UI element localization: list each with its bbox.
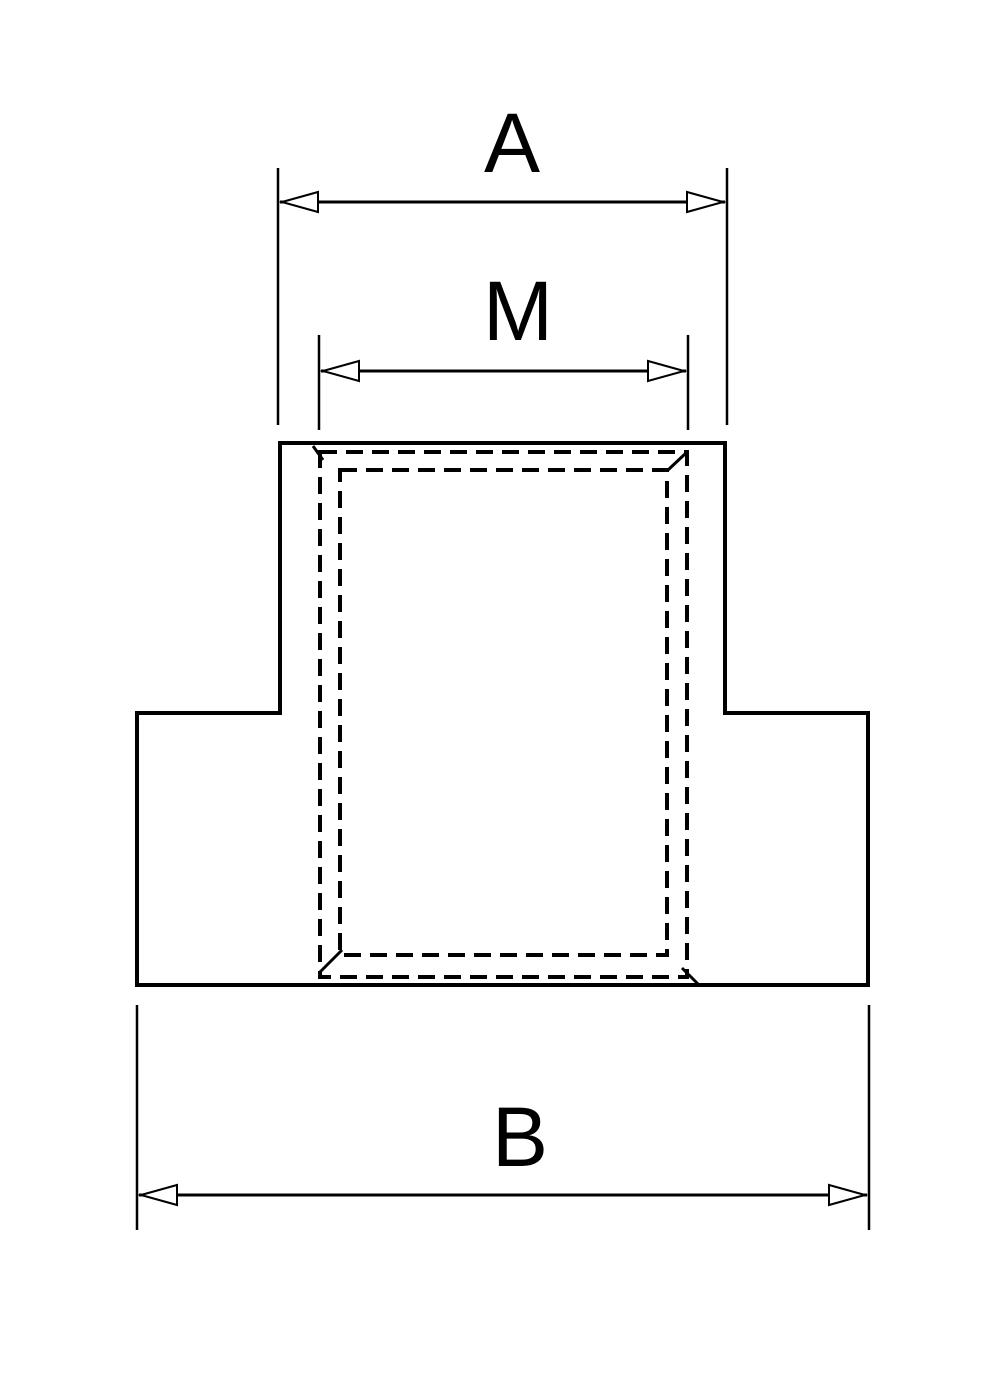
bore-inner-hidden-line [338,468,669,957]
chamfer-tick-bottom-left [318,948,344,974]
dimension-a-right-arrow [686,190,727,214]
bore-outer-hidden-line [318,450,689,979]
chamfer-tick-bottom-right [680,966,700,986]
dimension-a-left-arrow [278,190,319,214]
dimension-a-label: A [484,96,540,190]
chamfer-tick-top-right [666,451,688,472]
dimension-a: A [276,96,729,425]
chamfer-tick-top-left [311,445,325,461]
dimension-b-label: B [492,1090,548,1184]
dimension-b-left-arrow [137,1183,178,1207]
dimension-b-right-arrow [828,1183,869,1207]
dimension-m-label: M [483,264,553,358]
dimension-b: B [135,1005,871,1230]
dimension-m-left-arrow [319,359,360,383]
t-body-outline [135,441,870,987]
dimension-m-right-arrow [647,359,688,383]
dimension-m: M [317,264,690,430]
